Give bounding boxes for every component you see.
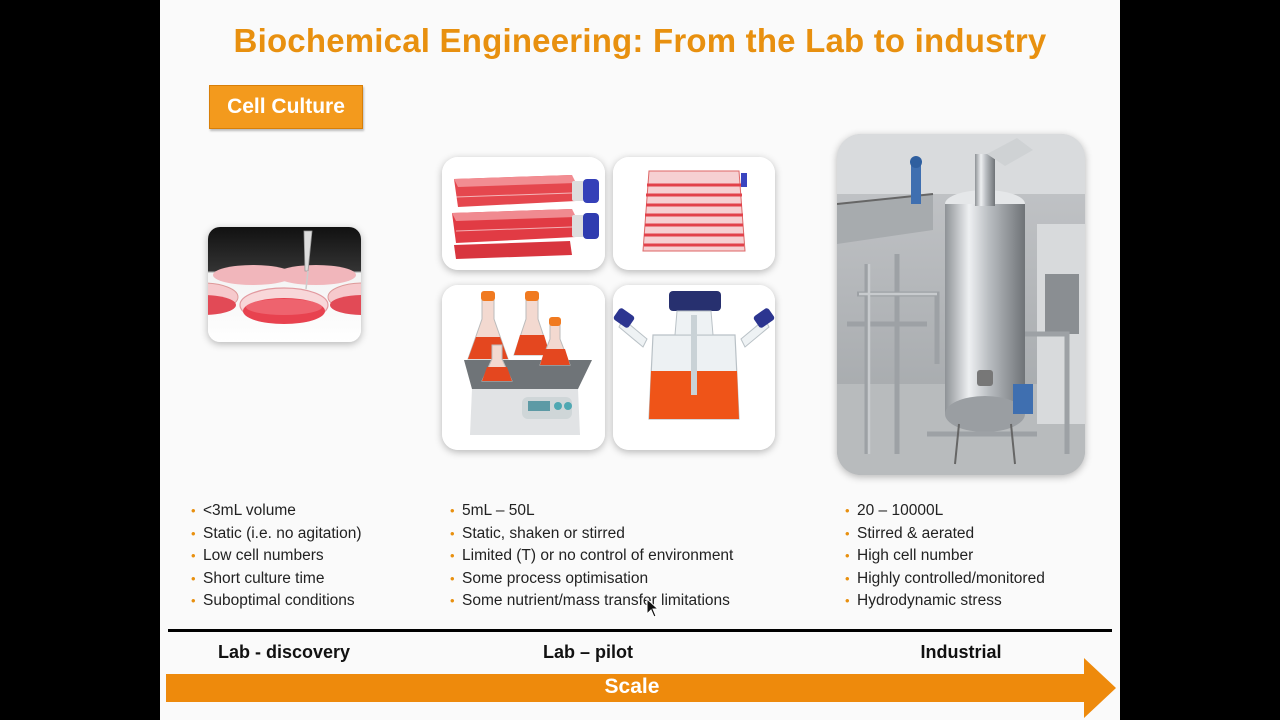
bullet-list-lab-discovery: •<3mL volume •Static (i.e. no agitation)… [191,500,362,613]
list-item: •Highly controlled/monitored [845,568,1045,591]
bullet-dot: • [845,548,850,563]
list-item: •Limited (T) or no control of environmen… [450,545,733,568]
scale-label: Scale [604,675,660,698]
stage-label-lab-discovery: Lab - discovery [217,642,351,662]
bullet-dot: • [845,503,850,518]
industrial-bioreactor-image [837,134,1085,475]
stage-label-industrial: Industrial [920,642,1002,662]
slide-title: Biochemical Engineering: From the Lab to… [233,22,1047,59]
divider-line [168,629,1112,632]
scale-arrow [166,658,1116,718]
list-item: •Hydrodynamic stress [845,590,1045,613]
cell-culture-tag: Cell Culture [209,85,363,129]
list-item: •Static, shaken or stirred [450,523,733,546]
multilayer-flask-image [613,157,775,270]
bullet-dot: • [450,525,455,541]
list-item: •Short culture time [191,568,362,591]
bullet-dot: • [191,593,196,608]
bullet-dot: • [191,503,196,518]
bullet-dot: • [845,593,850,608]
shaker-flasks-image [442,285,605,450]
list-item: •Stirred & aerated [845,523,1045,546]
petri-dish-image [208,227,361,342]
bullet-dot: • [191,570,196,586]
bullet-dot: • [191,548,196,563]
bullet-dot: • [450,503,455,518]
bullet-dot: • [450,593,455,608]
bullet-list-industrial: •20 – 10000L •Stirred & aerated •High ce… [845,500,1045,613]
list-item: •20 – 10000L [845,500,1045,523]
list-item: •Some nutrient/mass transfer limitations [450,590,733,613]
spinner-flask-image [613,285,775,450]
stage-label-lab-pilot: Lab – pilot [543,642,633,662]
bullet-dot: • [845,570,850,586]
slide: Biochemical Engineering: From the Lab to… [160,0,1120,720]
bullet-dot: • [450,548,455,563]
list-item: •High cell number [845,545,1045,568]
list-item: •Static (i.e. no agitation) [191,523,362,546]
list-item: •Low cell numbers [191,545,362,568]
bullet-dot: • [450,570,455,586]
mouse-pointer-icon [646,598,660,618]
t-flasks-image [442,157,605,270]
bullet-list-lab-pilot: •5mL – 50L •Static, shaken or stirred •L… [450,500,733,613]
list-item: •Some process optimisation [450,568,733,591]
list-item: •5mL – 50L [450,500,733,523]
bullet-dot: • [191,525,196,541]
list-item: •<3mL volume [191,500,362,523]
bullet-dot: • [845,525,850,541]
list-item: •Suboptimal conditions [191,590,362,613]
